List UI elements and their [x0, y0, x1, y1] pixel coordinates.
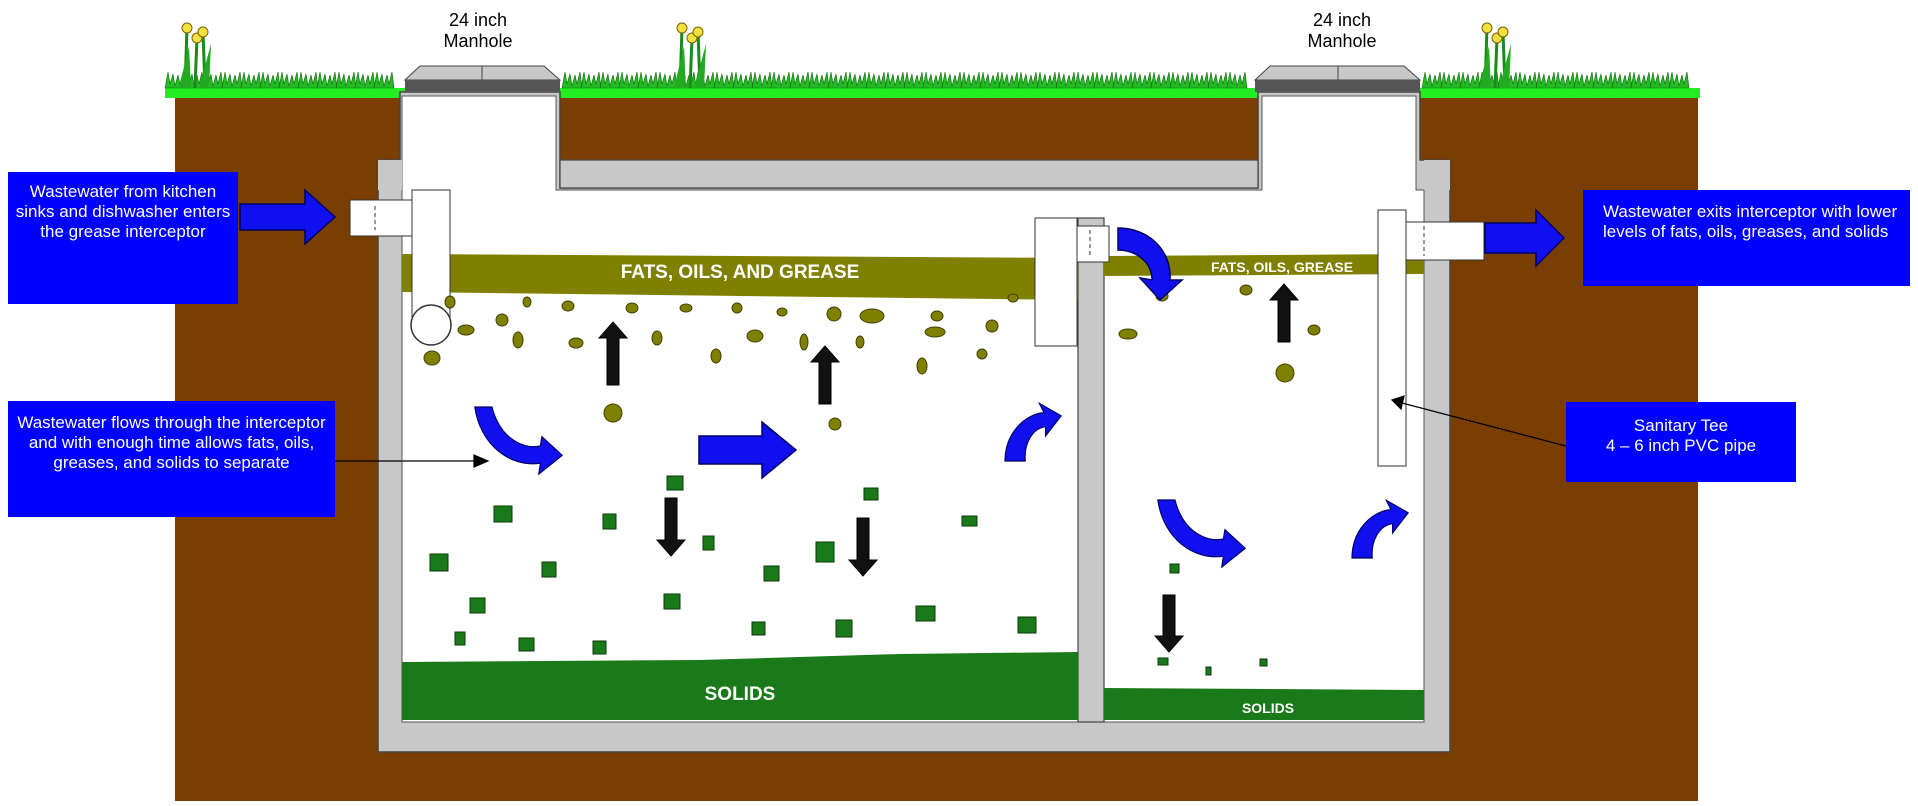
grass-tuft	[374, 72, 394, 88]
manhole-cover-left	[405, 66, 560, 92]
grass-tuft	[904, 72, 924, 88]
grass-tuft	[279, 72, 299, 88]
manhole-size: 24 inch	[1272, 10, 1412, 31]
solids-label-right: SOLIDS	[1242, 700, 1294, 716]
grass-tuft	[581, 72, 601, 88]
baffle-wall	[1078, 218, 1104, 722]
flow-callout: Wastewater flows through the interceptor…	[8, 401, 335, 517]
grass-tuft	[828, 72, 848, 88]
outlet-callout: Wastewater exits interceptor with lower …	[1583, 190, 1910, 286]
grass-tuft	[790, 72, 810, 88]
grass-tuft	[714, 72, 734, 88]
grass-tuft	[1517, 72, 1537, 88]
inlet-callout: Wastewater from kitchen sinks and dishwa…	[8, 172, 238, 304]
sanitary-tee-callout: Sanitary Tee 4 – 6 inch PVC pipe	[1566, 402, 1796, 482]
grass-tuft	[847, 72, 867, 88]
manhole-label-right: 24 inch Manhole	[1272, 10, 1412, 52]
fog-label-right: FATS, OILS, GREASE	[1211, 259, 1353, 275]
grass-tuft	[1536, 72, 1556, 88]
grass-tuft	[657, 72, 677, 88]
grass-tuft	[771, 72, 791, 88]
fog-label-left: FATS, OILS, AND GREASE	[621, 262, 860, 283]
manhole-label-left: 24 inch Manhole	[408, 10, 548, 52]
grass-tuft	[1612, 72, 1632, 88]
grass-tuft	[1170, 72, 1190, 88]
grass-tuft	[1650, 72, 1670, 88]
grass-tuft	[999, 72, 1019, 88]
grass-tuft	[1669, 72, 1689, 88]
grass-tuft	[241, 72, 261, 88]
daffodil-flower-icon	[1479, 23, 1511, 88]
grass-tuft	[942, 72, 962, 88]
grass-strip	[165, 88, 1700, 98]
grass-tuft	[1151, 72, 1171, 88]
grass-tuft	[1593, 72, 1613, 88]
grass-tuft	[1422, 72, 1442, 88]
grass-tuft	[1460, 72, 1480, 88]
manhole-size: 24 inch	[408, 10, 548, 31]
grass-tuft	[1094, 72, 1114, 88]
grass-tufts	[165, 72, 1689, 88]
grass-tuft	[562, 72, 582, 88]
grass-tuft	[885, 72, 905, 88]
grass-tuft	[1018, 72, 1038, 88]
grass-tuft	[1037, 72, 1057, 88]
grass-tuft	[1441, 72, 1461, 88]
manhole-word: Manhole	[1272, 31, 1412, 52]
daffodil-flower-icon	[674, 23, 706, 88]
grass-tuft	[866, 72, 886, 88]
grass-tuft	[600, 72, 620, 88]
grass-tuft	[1208, 72, 1228, 88]
grass-tuft	[1113, 72, 1133, 88]
grass-tuft	[923, 72, 943, 88]
grass-tuft	[752, 72, 772, 88]
tee-title: Sanitary Tee	[1572, 416, 1790, 436]
grass-tuft	[1075, 72, 1095, 88]
solids-label-left: SOLIDS	[705, 684, 776, 705]
grass-tuft	[961, 72, 981, 88]
grass-tuft	[1574, 72, 1594, 88]
grass-tuft	[1132, 72, 1152, 88]
grass-tuft	[1631, 72, 1651, 88]
grass-tuft	[733, 72, 753, 88]
grass-tuft	[1555, 72, 1575, 88]
grass-tuft	[336, 72, 356, 88]
interceptor-tank	[378, 92, 1450, 752]
grass-tuft	[809, 72, 829, 88]
grass-tuft	[619, 72, 639, 88]
grass-tuft	[222, 72, 242, 88]
grass-tuft	[317, 72, 337, 88]
daffodil-flower-icon	[179, 23, 211, 88]
manhole-word: Manhole	[408, 31, 548, 52]
grass-tuft	[355, 72, 375, 88]
manhole-cover-right	[1255, 66, 1420, 92]
grass-tuft	[980, 72, 1000, 88]
grass-tuft	[298, 72, 318, 88]
grass-tuft	[638, 72, 658, 88]
tee-size: 4 – 6 inch PVC pipe	[1572, 436, 1790, 456]
grass-tuft	[1056, 72, 1076, 88]
grass-tuft	[1227, 72, 1247, 88]
grass-tuft	[260, 72, 280, 88]
grass-tuft	[1189, 72, 1209, 88]
